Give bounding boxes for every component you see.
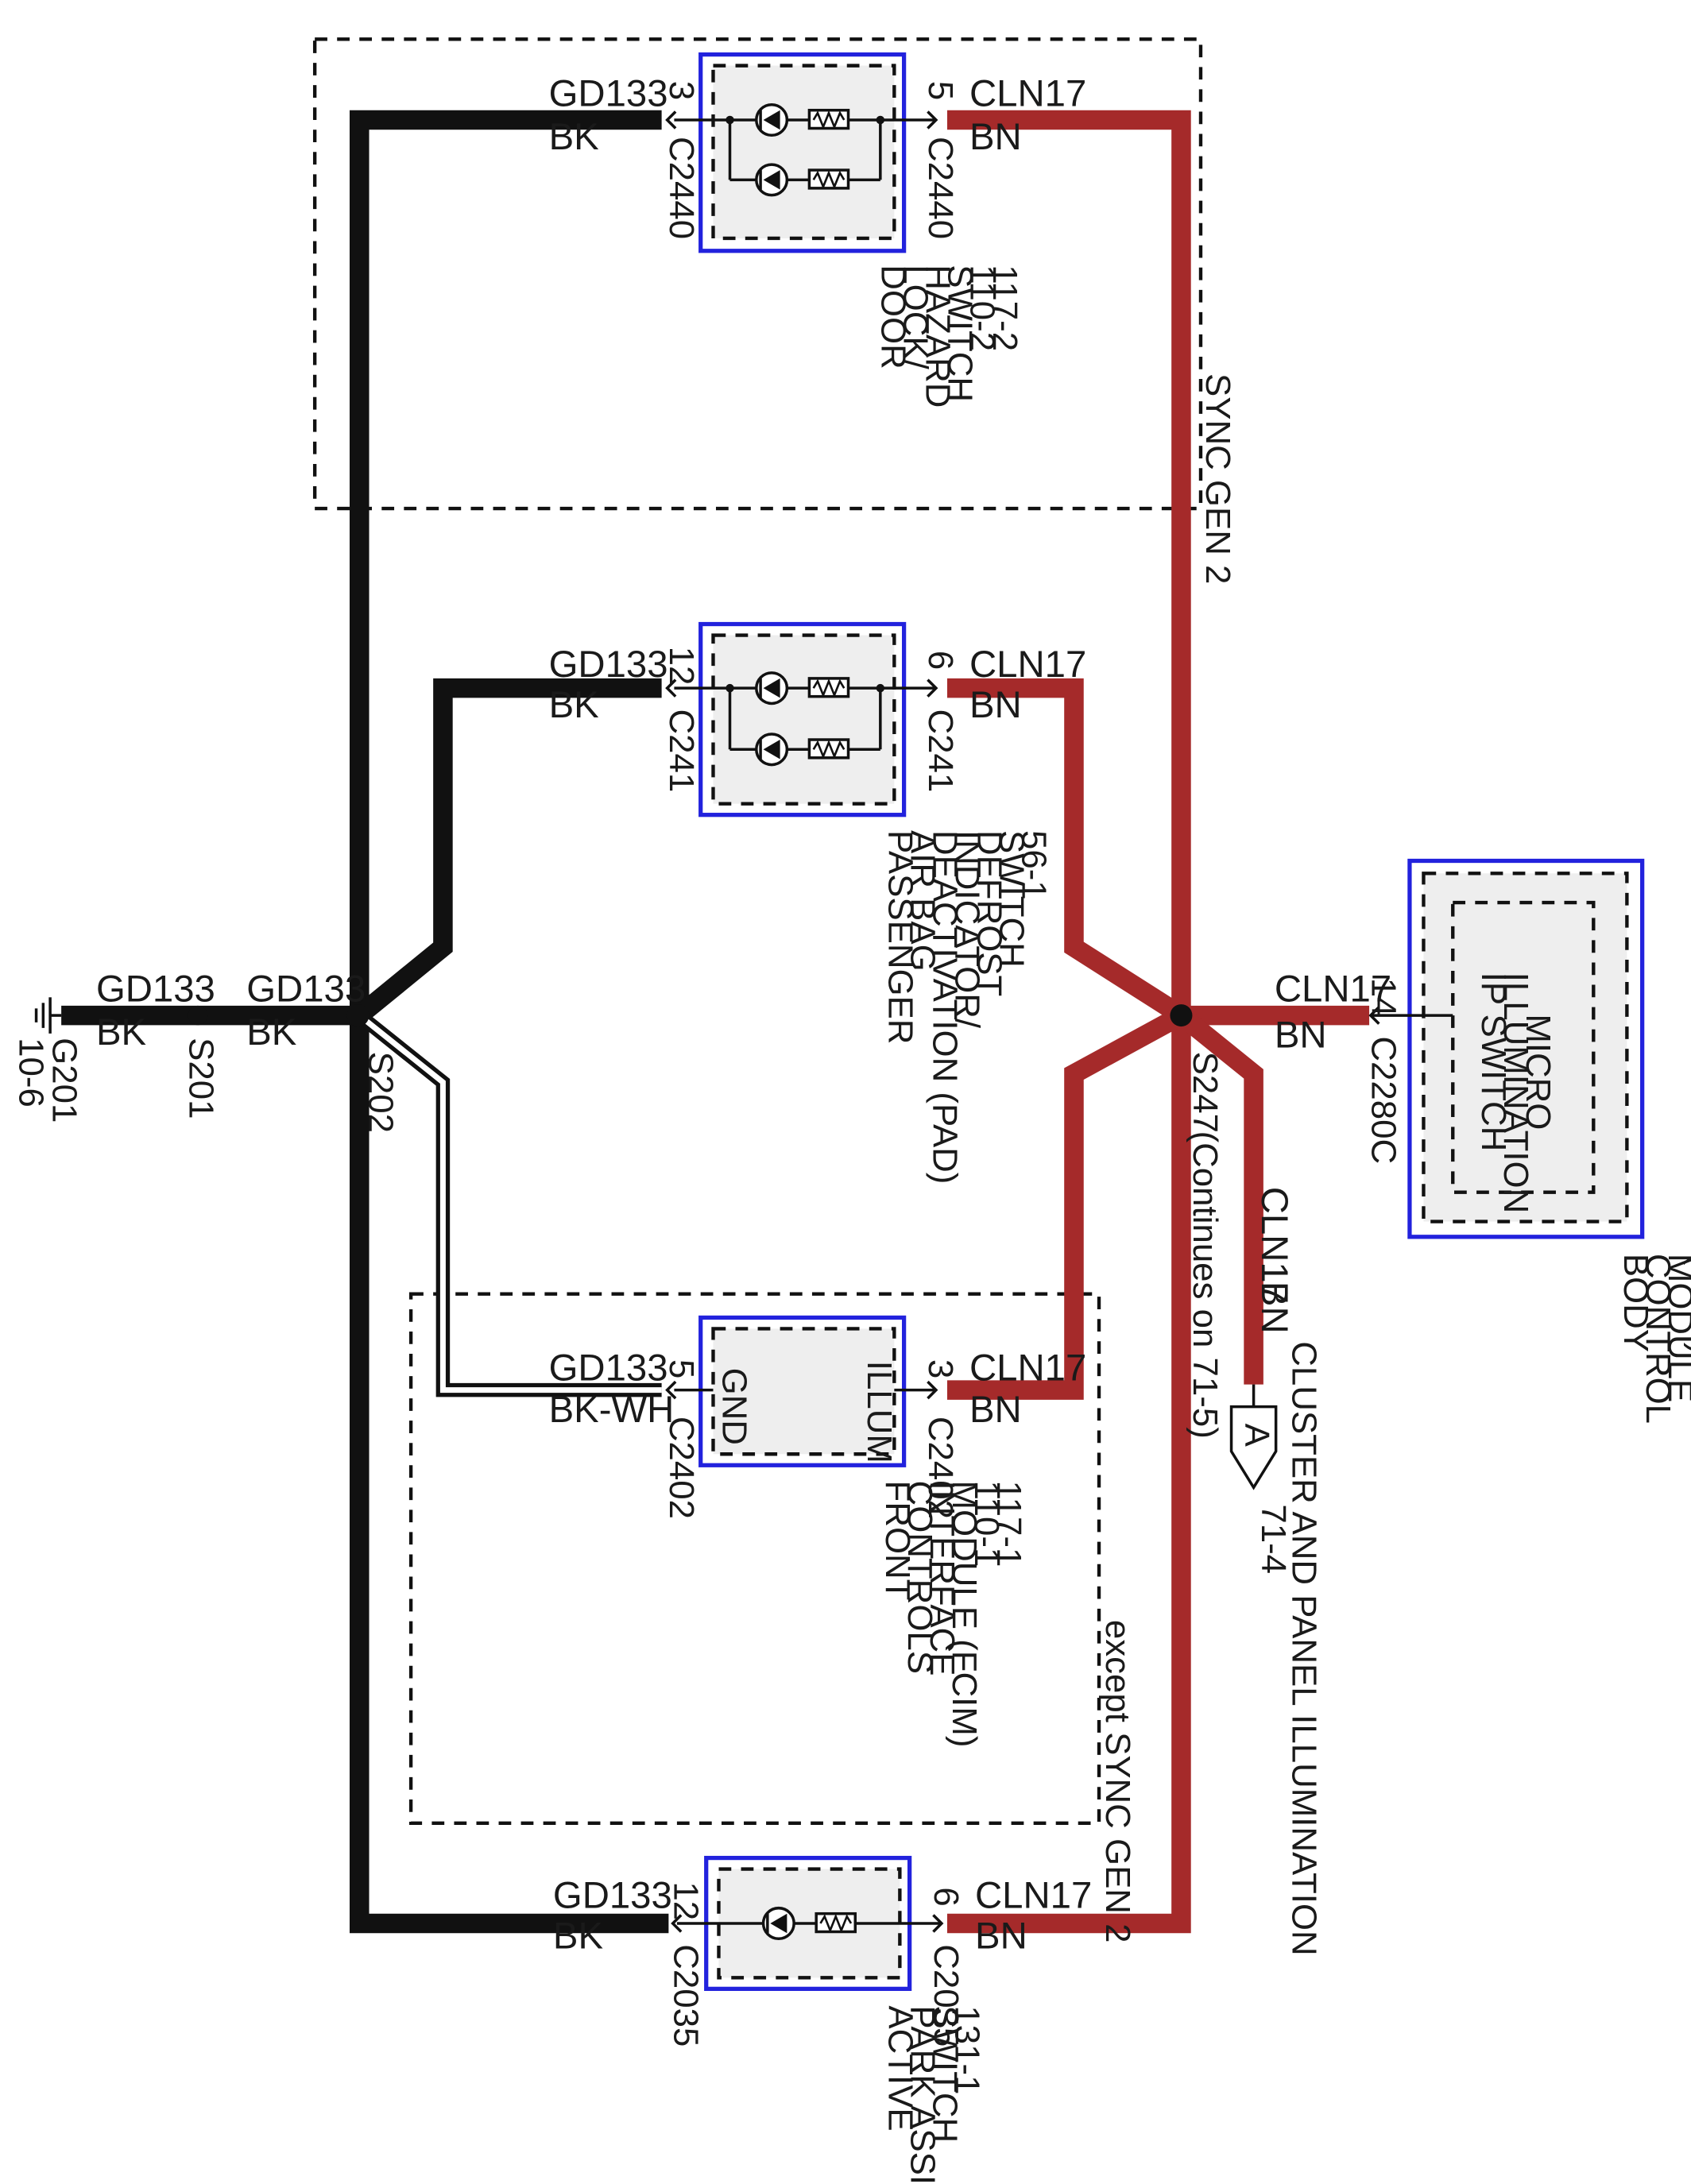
except-sync-gen2-region — [408, 1292, 1101, 1825]
pin-number: 6 — [921, 651, 960, 670]
wire-label-circuit: GD133 — [553, 1875, 672, 1917]
offpage-connector-a: A CLUSTER AND PANEL ILLUMINATION 71-4 — [1229, 1341, 1324, 1956]
wire-label-circuit: CLN17 — [969, 1347, 1086, 1389]
body-control-module: MICRO IP SWITCH ILLUMINATION 14 C2280C B… — [1364, 858, 1691, 1433]
resistor-icon — [815, 1911, 857, 1934]
splice-label-s201: S201 — [181, 1038, 220, 1119]
ground-icon — [34, 997, 62, 1034]
resistor-icon — [807, 108, 850, 130]
splice-label-s247: S247 — [1186, 1052, 1225, 1133]
component-name: FRONT CONTROLS INTERFACE MODULE (FCIM) 1… — [878, 1481, 1028, 1757]
resistor-icon — [807, 168, 850, 190]
wire-label-circuit: GD133 — [549, 644, 668, 686]
region-label-except-sync-gen2: except SYNC GEN 2 — [1098, 1620, 1137, 1943]
resistor-icon — [807, 738, 850, 760]
wire-label-circuit: CLN17 — [975, 1875, 1092, 1917]
component-name: ACTIVE PARK ASSIST SWITCH 131-1 — [880, 2005, 986, 2184]
bcm-micro-label: MICRO — [1519, 1014, 1558, 1130]
pin-number: 3 — [662, 81, 701, 100]
wire-label-color: BN — [975, 1915, 1027, 1958]
wire-gnd-pad — [353, 678, 662, 1023]
pad-indicator-defrost-switch: 12 C241 6 C241 PASSENGER AIR BAG DEACTIV… — [662, 621, 1054, 1194]
pin-number: 14 — [1364, 978, 1403, 1017]
connector-id: C2280C — [1364, 1036, 1403, 1164]
ground-ref: 10-6 — [12, 1038, 51, 1107]
splice-s247 — [1170, 1004, 1193, 1027]
wire-label-color: BK — [549, 116, 600, 158]
led-icon — [755, 102, 789, 137]
wire-pwr-pad — [946, 678, 1187, 1024]
ground-label: G201 — [45, 1038, 84, 1123]
region-label-sync-gen2: SYNC GEN 2 — [1198, 373, 1237, 584]
connector-id: C2035 — [666, 1944, 705, 2047]
fcim-gnd-label: GND — [715, 1368, 754, 1445]
wire-label-circuit: GD133 — [96, 968, 215, 1011]
offpage-letter: A — [1237, 1424, 1276, 1448]
component-name: DOOR LOCK/ HAZARD SWITCH 110-2 117-2 — [874, 265, 1024, 417]
connector-id: C2440 — [662, 137, 701, 239]
led-icon — [755, 733, 789, 767]
wire-label-color: BK — [96, 1011, 147, 1053]
connector-id: C241 — [921, 709, 960, 792]
pin-number: 5 — [921, 81, 960, 100]
fcim-illum-label: ILLUM — [860, 1361, 899, 1463]
offpage-label: CLUSTER AND PANEL ILLUMINATION — [1285, 1341, 1324, 1955]
wire-label-circuit: CLN17 — [969, 72, 1086, 114]
connector-id: C2402 — [921, 1417, 960, 1519]
front-controls-interface-module: GND ILLUM 5 C2402 3 C2402 FRONT CONTROLS… — [662, 1315, 1028, 1757]
led-icon — [761, 1906, 795, 1941]
wire-gnd-door-lock — [349, 110, 669, 1934]
splice-s201 — [188, 1005, 208, 1026]
door-lock-hazard-switch: 3 C2440 5 C2440 DOOR LOCK/ HAZARD SWITCH… — [662, 52, 1024, 417]
bcm-function-label: IP SWITCH ILLUMINATION — [1474, 972, 1535, 1213]
wire-pwr-cluster — [1174, 1007, 1263, 1385]
wire-label-color: BN — [969, 116, 1022, 158]
active-park-assist-switch: 12 C2035 6 C2035 ACTIVE PARK ASSIST SWIT… — [666, 1855, 986, 2184]
wire-label-color: BN — [1253, 1281, 1295, 1334]
connector-id: C2402 — [662, 1417, 701, 1519]
pin-number: 3 — [921, 1359, 960, 1378]
splice-note-s247: (Continues on 71-5) — [1186, 1131, 1225, 1439]
wire-label-color: BK — [549, 684, 600, 726]
wire-label-color: BK — [246, 1011, 297, 1053]
component-name: BODY CONTROL MODULE (BCM) 13-26 — [1616, 1254, 1691, 1433]
wire-label-color: BN — [1275, 1014, 1327, 1056]
wire-label-color: BK-WH — [549, 1389, 675, 1431]
led-icon — [755, 163, 789, 197]
wire-label-circuit: GD133 — [246, 968, 366, 1011]
wire-gnd-fcim-stripe — [358, 1013, 662, 1394]
offpage-ref: 71-4 — [1254, 1504, 1293, 1574]
connector-id: C2035 — [927, 1944, 965, 2047]
resistor-icon — [807, 677, 850, 698]
pin-number: 6 — [927, 1887, 965, 1906]
pin-number: 5 — [662, 1359, 701, 1378]
wire-label-color: BN — [969, 684, 1022, 726]
splice-label-s202: S202 — [362, 1052, 400, 1133]
wire-label-circuit: CLN17 — [1275, 968, 1391, 1011]
wire-label-color: BK — [553, 1915, 604, 1958]
wire-gnd-fcim-outline — [354, 1010, 662, 1397]
wire-pwr-fcim — [946, 1007, 1186, 1400]
wire-label-circuit: GD133 — [549, 1347, 668, 1389]
connector-id: C241 — [662, 709, 701, 792]
wire-label-circuit: CLN17 — [969, 644, 1086, 686]
wire-label-circuit: CLN17 — [1253, 1187, 1295, 1304]
led-icon — [755, 671, 789, 705]
pin-number: 12 — [666, 1881, 705, 1920]
pin-number: 12 — [662, 647, 701, 686]
component-name: PASSENGER AIR BAG DEACTIVATION (PAD) IND… — [880, 830, 1053, 1194]
connector-id: C2440 — [921, 137, 960, 239]
splice-s202 — [346, 1004, 370, 1027]
wire-label-circuit: GD133 — [549, 72, 668, 114]
sync-gen2-region — [312, 37, 1203, 511]
wire-label-color: BN — [969, 1389, 1022, 1431]
